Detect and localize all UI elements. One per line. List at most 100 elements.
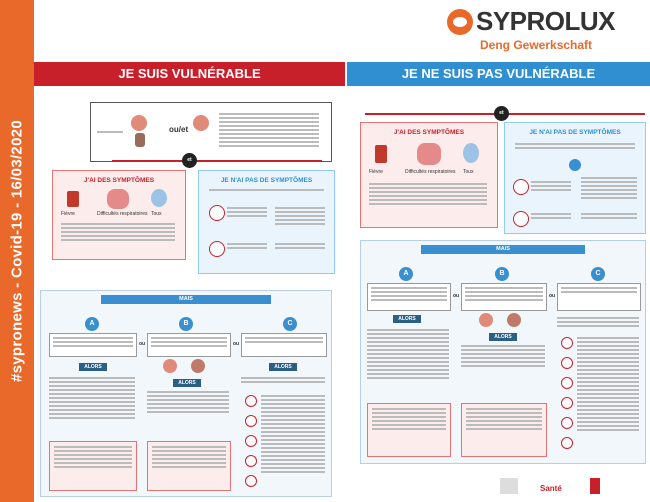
right-col-a-instructions — [367, 327, 449, 381]
no-visit-icon — [209, 241, 225, 257]
right-col-c-rules — [577, 335, 639, 433]
sidebar-hashtag: #sypronews - Covid-19 - 16/03/2020 — [8, 120, 26, 382]
right-col-c-instructions — [557, 315, 639, 329]
ou-label-1: ou — [139, 341, 146, 347]
right-mais-section: MAIS A B C ou ou ALORS ALORS — [360, 240, 646, 464]
person-a-icon — [163, 359, 177, 373]
right-col-a-condition — [367, 283, 451, 311]
right-rule-text-1 — [531, 179, 571, 193]
right-lungs-icon — [417, 143, 441, 165]
right-no-symptoms-text — [515, 141, 635, 151]
symptom-fever: Fièvre — [61, 211, 75, 217]
right-alors-a: ALORS — [393, 315, 421, 323]
col-b-instructions — [147, 389, 229, 415]
col-b-condition — [147, 333, 231, 357]
elderly-person-icon — [131, 115, 147, 131]
header-vulnerable: JE SUIS VULNÉRABLE — [34, 62, 345, 86]
col-b-warning — [147, 441, 231, 491]
rule-icon-1 — [245, 395, 257, 407]
right-col-a-warning — [367, 403, 451, 457]
rule-icon-3 — [245, 435, 257, 447]
right-symptoms-instructions — [369, 181, 487, 207]
et-badge: et — [182, 153, 197, 168]
right-symptom-fever: Fièvre — [369, 169, 383, 175]
right-person-a-icon — [479, 313, 493, 327]
symptom-cough: Toux — [151, 211, 162, 217]
right-rule-icon-5 — [561, 417, 573, 429]
col-c-badge: C — [283, 317, 297, 331]
vulnerable-definition-box: ou/et — [90, 102, 332, 162]
right-rule-icon-6 — [561, 437, 573, 449]
alors-a: ALORS — [79, 363, 107, 371]
col-c-condition — [241, 333, 327, 357]
right-rule-icon-1 — [561, 337, 573, 349]
col-c-instructions — [241, 375, 325, 385]
rule-text-4 — [275, 241, 325, 251]
col-a-warning — [49, 441, 137, 491]
lungs-icon — [107, 189, 129, 209]
logo-tagline: Deng Gewerkschaft — [480, 38, 593, 52]
right-symptom-breathing: Difficultés respiratoires — [405, 169, 456, 175]
footer-sante-logo: Santé — [540, 484, 562, 493]
col-a-badge: A — [85, 317, 99, 331]
right-ou-label-2: ou — [549, 293, 556, 299]
right-alors-b: ALORS — [489, 333, 517, 341]
right-col-b-badge: B — [495, 267, 509, 281]
connector-line — [112, 160, 322, 162]
rule-text-3 — [227, 241, 267, 251]
footer-ministry-logo — [590, 478, 600, 494]
right-rule-text-3 — [531, 211, 571, 221]
elderly-body-icon — [135, 133, 145, 147]
rule-text-1 — [227, 205, 267, 219]
ou-label-2: ou — [233, 341, 240, 347]
right-rule-text-4 — [581, 211, 637, 221]
col-a-condition — [49, 333, 137, 357]
right-no-symptoms-title: JE N'AI PAS DE SYMPTÔMES — [529, 129, 621, 136]
right-no-symptoms-box: JE N'AI PAS DE SYMPTÔMES — [504, 122, 646, 234]
person-b-icon — [191, 359, 205, 373]
alors-b: ALORS — [173, 379, 201, 387]
mais-bar: MAIS — [101, 295, 271, 304]
logo-name: SYPROLUX — [476, 6, 616, 36]
no-symptoms-title: JE N'AI PAS DE SYMPTÔMES — [220, 177, 313, 184]
right-col-b-warning — [461, 403, 547, 457]
right-rule-text-2 — [581, 175, 637, 201]
ou-et-label: ou/et — [169, 125, 189, 134]
symptom-breathing: Difficultés respiratoires — [97, 211, 148, 217]
no-symptoms-text — [209, 187, 324, 193]
right-oui-badge — [569, 159, 581, 171]
sidebar-banner: #sypronews - Covid-19 - 16/03/2020 — [0, 0, 34, 502]
right-ou-label-1: ou — [453, 293, 460, 299]
right-rule-icon-4 — [561, 397, 573, 409]
symptoms-instructions — [61, 221, 175, 243]
rule-icon-5 — [245, 475, 257, 487]
cough-icon — [151, 189, 167, 207]
definition-text-left — [97, 129, 123, 135]
right-symptoms-box: J'AI DES SYMPTÔMES Fièvre Difficultés re… — [360, 122, 498, 228]
col-b-badge: B — [179, 317, 193, 331]
conditions-list — [219, 111, 319, 149]
right-thermometer-icon — [375, 145, 387, 163]
no-work-icon — [209, 205, 225, 221]
right-cough-icon — [463, 143, 479, 163]
col-c-rules — [261, 393, 325, 475]
mais-section: MAIS A B C ou ou ALORS ALORS ALORS — [40, 290, 332, 497]
rule-icon-4 — [245, 455, 257, 467]
rule-icon-2 — [245, 415, 257, 427]
right-person-b-icon — [507, 313, 521, 327]
col-a-instructions — [49, 375, 135, 421]
no-symptoms-box: JE N'AI PAS DE SYMPTÔMES — [198, 170, 335, 274]
right-col-b-condition — [461, 283, 547, 311]
syprolux-logo-icon — [447, 9, 473, 35]
right-col-b-instructions — [461, 343, 545, 369]
right-col-c-badge: C — [591, 267, 605, 281]
symptoms-title: J'AI DES SYMPTÔMES — [83, 177, 155, 184]
header-not-vulnerable: JE NE SUIS PAS VULNÉRABLE — [347, 62, 650, 86]
thermometer-icon — [67, 191, 79, 207]
sick-person-icon — [193, 115, 209, 131]
alors-c: ALORS — [269, 363, 297, 371]
symptoms-box: J'AI DES SYMPTÔMES Fièvre Difficultés re… — [52, 170, 186, 260]
right-no-visit-icon — [513, 211, 529, 227]
right-col-c-condition — [557, 283, 641, 311]
rule-text-2 — [275, 205, 325, 227]
